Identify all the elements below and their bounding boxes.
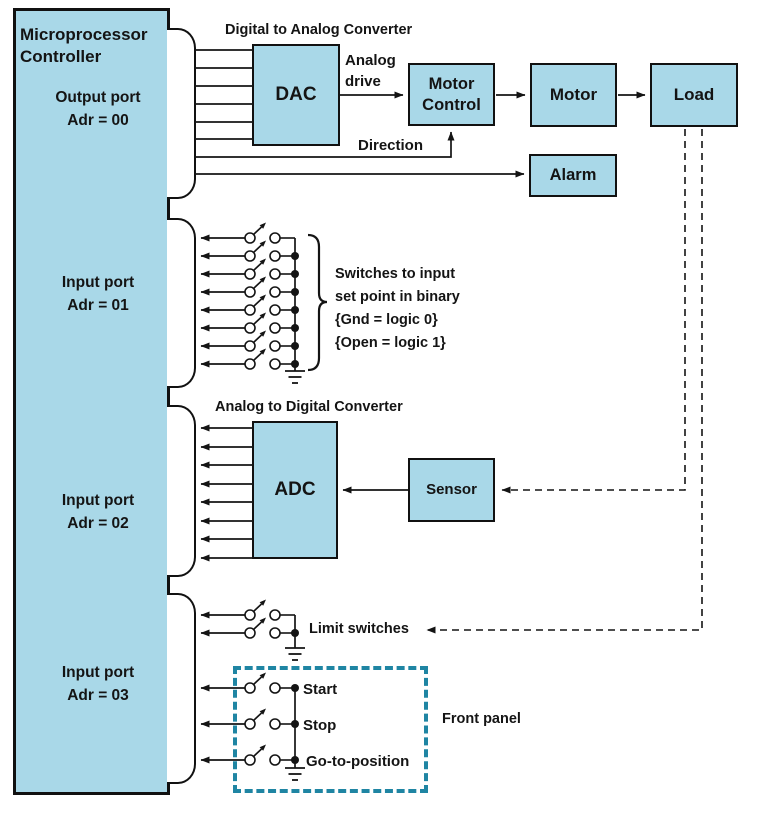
analog-drive-label: Analog drive	[345, 52, 396, 90]
brace	[307, 233, 328, 372]
goto-position-label: Go-to-position	[306, 753, 410, 770]
front-panel-box	[233, 666, 428, 793]
load-block: Load	[650, 63, 738, 127]
switch-icon	[244, 598, 296, 621]
motor-block: Motor	[530, 63, 617, 127]
front-panel-label: Front panel	[442, 711, 521, 727]
direction-label: Direction	[358, 137, 424, 154]
switch-icon	[244, 221, 296, 244]
controller-title: Microprocessor Controller	[20, 25, 148, 66]
limit-switches-label: Limit switches	[309, 621, 409, 637]
switch-icon	[244, 293, 296, 316]
sensor-block: Sensor	[408, 458, 495, 522]
alarm-block: Alarm	[529, 154, 617, 197]
input-port-01-label: Input port Adr = 01	[61, 274, 135, 314]
input-port-02-connector	[167, 405, 196, 577]
dac-header-label: Digital to Analog Converter	[225, 22, 413, 38]
output-port-bus-lines	[195, 49, 253, 140]
start-label: Start	[303, 681, 338, 698]
load-to-limit-switches-dashed-wire	[426, 129, 703, 634]
setpoint-switches	[200, 221, 328, 384]
ground-icon	[284, 647, 306, 661]
stop-label: Stop	[303, 717, 337, 734]
output-port-label: Output port Adr = 00	[55, 89, 141, 129]
switch-icon	[244, 275, 296, 298]
switch-icon	[244, 347, 296, 370]
dac-block: DAC	[252, 44, 340, 146]
switch-icon	[244, 311, 296, 334]
input-port-01-connector	[167, 218, 196, 388]
limit-switches	[200, 598, 306, 661]
switch-icon	[244, 616, 296, 639]
input-port-03-label: Input port Adr = 03	[61, 664, 135, 704]
input-port-03-connector	[167, 593, 196, 784]
ground-icon	[284, 370, 306, 384]
controller-box	[13, 8, 170, 795]
output-port-connector	[167, 28, 196, 199]
switch-note-label: Switches to input set point in binary {G…	[335, 266, 460, 351]
motor-control-block: Motor Control	[408, 63, 495, 126]
input-port-02-label: Input port Adr = 02	[61, 492, 135, 532]
switch-icon	[244, 257, 296, 280]
adc-block: ADC	[252, 421, 338, 559]
adc-header-label: Analog to Digital Converter	[215, 399, 403, 415]
adc-bus-lines	[200, 424, 253, 562]
switch-icon	[244, 329, 296, 352]
switch-icon	[244, 239, 296, 262]
